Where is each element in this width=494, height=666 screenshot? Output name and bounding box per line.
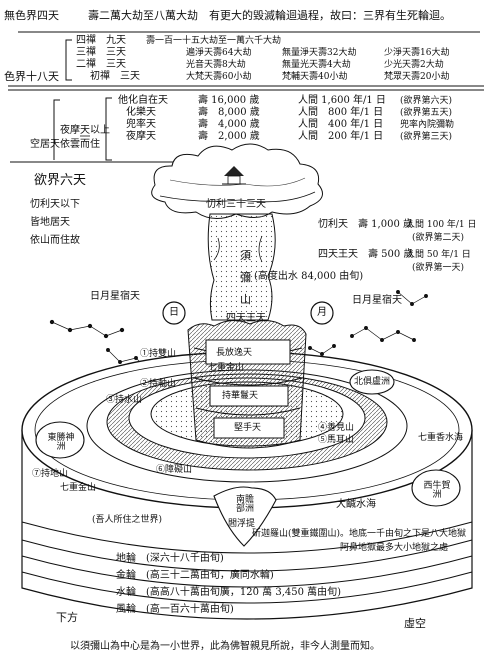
below-label: 下方 [56, 611, 78, 624]
dhyana3-label: 三禪 三天 [76, 47, 126, 58]
dhyana2-col1: 光音天壽8大劫 [186, 60, 246, 70]
heaven4-extra: 兜率內院彌勒 [400, 120, 455, 130]
mountain-5: ⑤馬耳山 [318, 435, 355, 445]
south-continent-2: 閻浮提 [228, 519, 256, 529]
heaven3-extra: (欲界第三天) [400, 132, 453, 142]
stars-left-label: 日月星宿天 [90, 291, 140, 302]
heaven4-day: 人間 400 年/1 日 [298, 119, 384, 130]
dhyana2-col3: 少光天壽2大劫 [384, 60, 444, 70]
formless-realm-text: 壽二萬大劫至八萬大劫 有更大的毀滅輪迴過程，故曰：三界有生死輪迴。 [88, 9, 451, 22]
dhyana1-label: 初禪 三天 [90, 71, 140, 82]
heaven3-name: 夜摩天 [126, 131, 156, 142]
void-label: 虛空 [404, 617, 426, 630]
sumeru-char2: 彌 [240, 271, 251, 284]
salt-sea: 大鹹水海 [336, 499, 376, 510]
north-continent: 北俱盧洲 [354, 377, 391, 387]
dhyana3-col1: 遍淨天壽64大劫 [186, 48, 252, 58]
mountain-4: ④善見山 [318, 423, 355, 433]
heaven6-extra: (欲界第六天) [400, 96, 453, 106]
mountain-6: ⑥障礙山 [156, 465, 193, 475]
dhyana3-col2: 無量淨天壽32大劫 [282, 48, 357, 58]
park-3: 堅手天 [234, 423, 262, 433]
dhyana1-col1: 大梵天壽60小劫 [186, 72, 252, 82]
mountain-3: ③持水山 [106, 395, 143, 405]
dhyana1-col2: 梵輔天壽40小劫 [282, 72, 348, 82]
kings-day: 人間 50 年/1 日 [406, 250, 471, 260]
form-realm-label: 色界十八天 [4, 70, 59, 83]
iron-mountain-2: 阿鼻地獄最多大小地獄之處 [340, 543, 449, 553]
desire-note2: 空居天依雲而住 [30, 139, 100, 150]
sumeru-char3: 山 [240, 293, 251, 306]
heaven3-life: 壽 2,000 歲 [198, 131, 260, 142]
desire-realm-title: 欲界六天 [34, 173, 87, 188]
desire-note1: 夜摩天以上 [60, 125, 110, 136]
mountain-terraces [187, 320, 307, 449]
heaven5-name: 化樂天 [126, 107, 156, 118]
heaven4-life: 壽 4,000 歲 [198, 119, 260, 130]
heaven5-day: 人間 800 年/1 日 [298, 107, 384, 118]
gold-mountain-label: 七重金山 [208, 363, 245, 373]
header-frame [8, 31, 484, 163]
wind-wheel: 風輪 (高一百六十萬由旬) [116, 604, 234, 615]
heaven5-extra: (欲界第五天) [400, 108, 453, 118]
water-wheel: 水輪 (高高八十萬由旬廣，120 萬 3,450 萬由旬) [116, 587, 342, 598]
gold-mountain-label-2: 七重金山 [60, 483, 97, 493]
dhyana2-label: 二禪 三天 [76, 59, 126, 70]
earth-wheel: 地輪 (深六十八千由旬) [116, 553, 224, 564]
four-kings-label: 四天王天 [226, 313, 266, 324]
sun-label: 日 [169, 307, 179, 318]
east-continent: 東勝神洲 [47, 433, 75, 452]
dhyana2-col2: 無量光天壽4大劫 [282, 60, 351, 70]
mountain-1: ①持雙山 [140, 349, 177, 359]
kings-rank: (欲界第一天) [412, 263, 465, 273]
trayastrimsa-life: 忉利天 壽 1,000 歲 [318, 219, 413, 230]
heaven6-life: 壽 16,000 歲 [198, 95, 260, 106]
caption: 以須彌山為中心是為一小世界，此為佛智親見所說，非今人測量而知。 [70, 641, 380, 652]
heaven3-day: 人間 200 年/1 日 [298, 131, 384, 142]
dhyana3-col3: 少淨天壽16大劫 [384, 48, 450, 58]
west-continent: 西牛賀洲 [423, 481, 451, 500]
continent-shapes [35, 369, 461, 547]
dhyana4-life: 壽一百一十五大劫至一萬六千大劫 [146, 36, 282, 46]
heaven5-life: 壽 8,000 歲 [198, 107, 260, 118]
desire-realm-note2: 皆地居天 [30, 217, 70, 228]
south-continent: 南贍部洲 [235, 495, 254, 514]
sun-icon [162, 301, 186, 325]
dhyana1-col3: 梵眾天壽20小劫 [384, 72, 450, 82]
gold-wheel: 金輪 (高三十二萬由旬，廣同水輪) [116, 570, 274, 581]
mountain-2: ②持軸山 [140, 379, 177, 389]
trayastrimsa-rank: (欲界第二天) [412, 233, 465, 243]
iron-mountain: 斫迦羅山(雙重鐵圍山)。地底一千由旬之下是八大地獄 [252, 529, 467, 539]
constellation-stars [49, 290, 428, 372]
mountain-7: ⑦持地山 [32, 469, 69, 479]
formless-realm-label: 無色界四天 [4, 9, 59, 22]
sumeru-char1: 須 [240, 249, 251, 262]
heaven4-name: 兜率天 [126, 119, 156, 130]
sumeru-height: (高度出水 84,000 由旬) [254, 271, 364, 282]
moon-icon [310, 301, 334, 325]
park-1: 長放逸天 [216, 348, 253, 358]
fragrant-seas: 七重香水海 [418, 433, 464, 443]
trayastrimsa-day: 人間 100 年/1 日 [406, 220, 477, 230]
desire-realm-note3: 依山而住故 [30, 235, 80, 246]
desire-realm-note1: 忉利天以下 [30, 199, 80, 210]
summit-label: 忉利三十三天 [206, 199, 266, 210]
summit-palace [151, 143, 323, 219]
human-world: (吾人所住之世界) [92, 515, 163, 525]
kings-life: 四天王天 壽 500 歲 [318, 249, 414, 260]
moon-label: 月 [317, 307, 327, 318]
stars-right-label: 日月星宿天 [352, 295, 402, 306]
dhyana4-label: 四禪 九天 [76, 35, 126, 46]
heaven6-day: 人間 1,600 年/1 日 [298, 95, 386, 106]
sumeru-peak [207, 213, 276, 321]
heaven6-name: 他化自在天 [118, 95, 168, 106]
park-2: 持華鬘天 [222, 391, 259, 401]
